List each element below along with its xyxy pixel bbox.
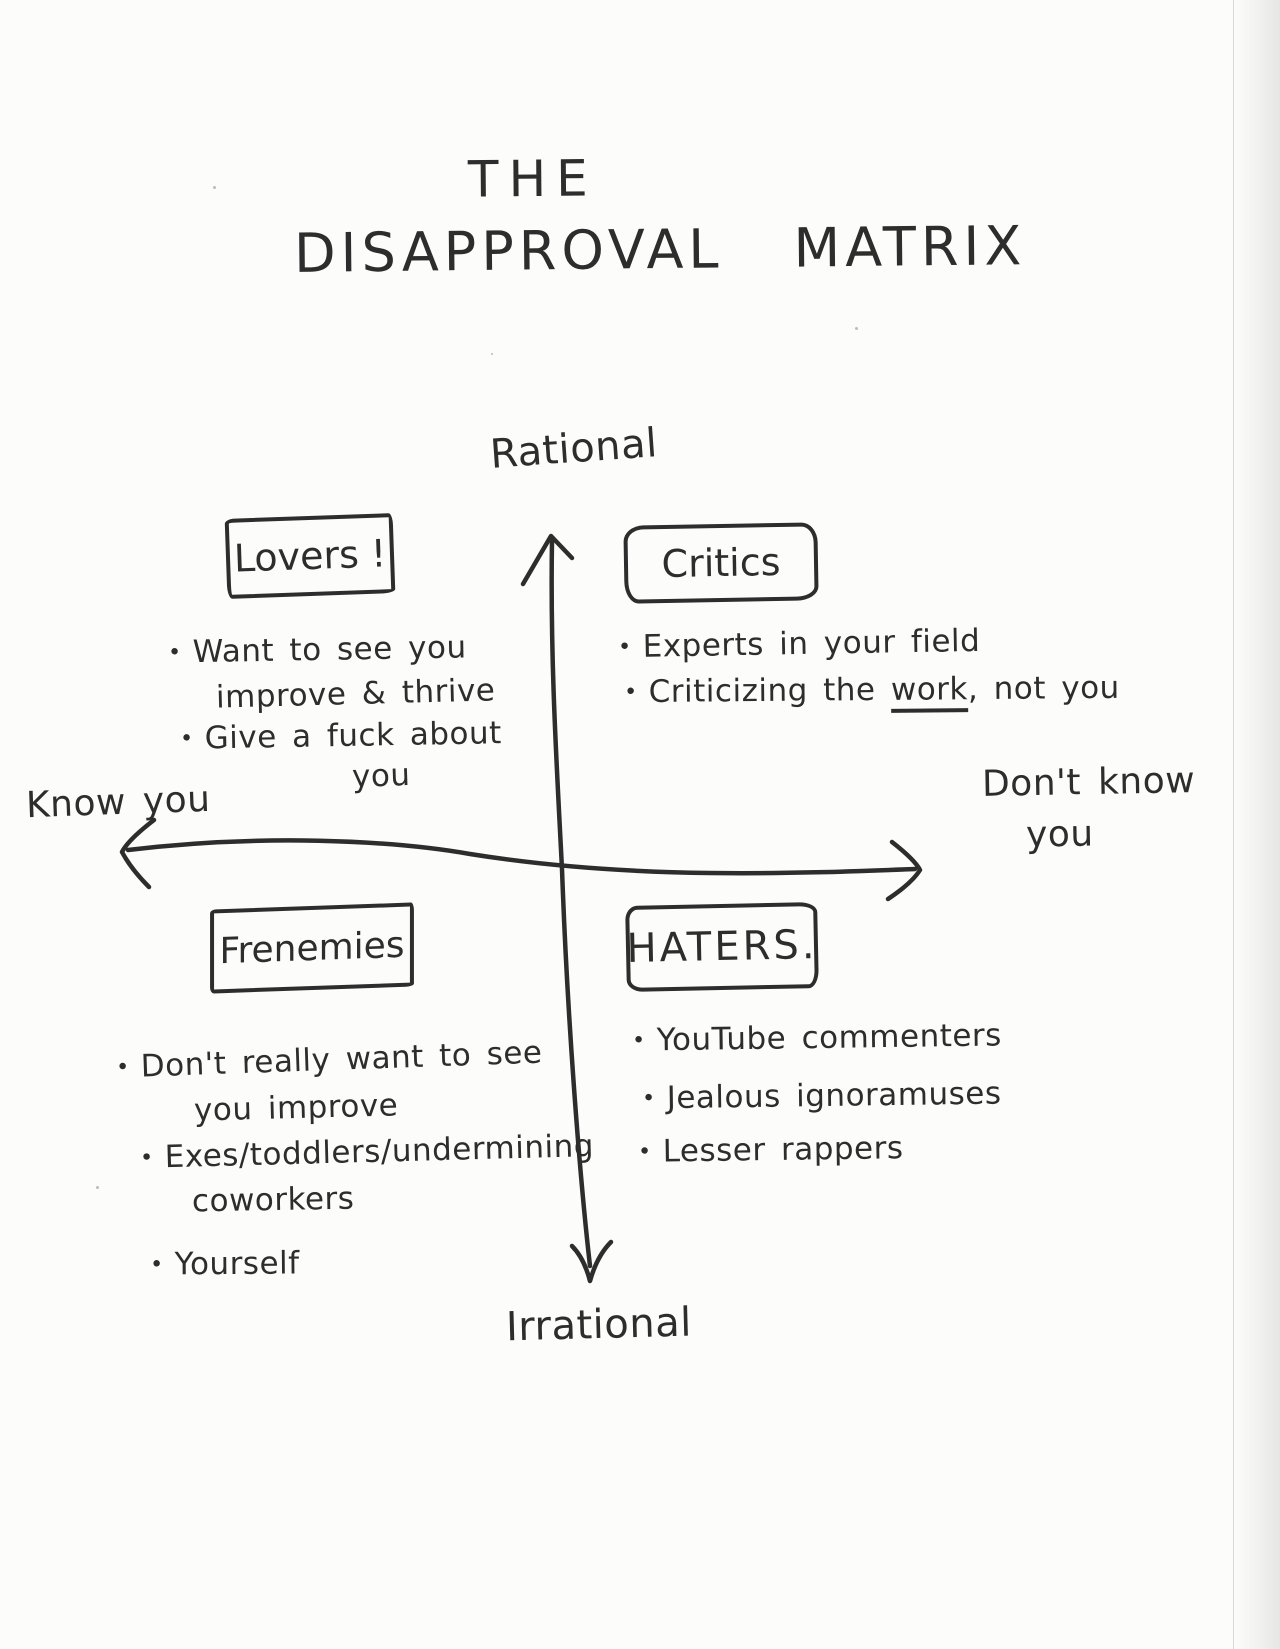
critics-bullet2: Criticizing the work, not you: [624, 669, 1120, 713]
paper-speck: [96, 1186, 99, 1189]
frenemies-bullet2-line2: coworkers: [191, 1180, 355, 1220]
axis-label-dont-know-you-line1: Don't know: [981, 760, 1196, 805]
axis-label-dont-know-you-line2: you: [1025, 813, 1095, 856]
arrowhead-up-icon: [520, 533, 575, 587]
scan-edge-shadow: [1233, 0, 1280, 1649]
paper-speck: [213, 186, 216, 189]
haters-bullet2: Jealous ignoramuses: [642, 1075, 1001, 1116]
haters-bullet3: Lesser rappers: [638, 1130, 903, 1170]
paper-speck: [855, 327, 858, 330]
quadrant-box-critics: Critics: [623, 522, 819, 604]
axis-label-irrational: Irrational: [505, 1299, 693, 1351]
quadrant-label-lovers: Lovers !: [233, 531, 387, 581]
title-line-2: DISAPPROVAL MATRIX: [293, 214, 1027, 285]
quadrant-box-frenemies: Frenemies: [210, 902, 414, 994]
lovers-bullet2-line1: Give a fuck about: [180, 715, 502, 757]
quadrant-box-haters: HATERS.: [625, 901, 819, 993]
lovers-bullet2-line2: you: [351, 756, 412, 796]
critics-bullet1: Experts in your field: [618, 623, 980, 665]
quadrant-label-critics: Critics: [661, 539, 781, 587]
lovers-bullet1-line2: improve & thrive: [215, 672, 496, 716]
frenemies-bullet3: Yourself: [150, 1245, 300, 1282]
title-line-1: THE: [467, 149, 598, 209]
critics-bullet2-underlined-word: work: [890, 671, 969, 713]
haters-bullet1: YouTube commenters: [632, 1017, 1002, 1058]
arrowhead-left-icon: [119, 817, 157, 890]
quadrant-label-frenemies: Frenemies: [219, 924, 405, 972]
lovers-bullet1-line1: Want to see you: [168, 629, 466, 670]
quadrant-box-lovers: Lovers !: [224, 513, 396, 599]
arrowhead-right-icon: [885, 839, 923, 902]
frenemies-bullet1-line2: you improve: [193, 1087, 399, 1129]
critics-bullet2-post: , not you: [967, 669, 1120, 708]
horizontal-axis-line: [125, 838, 918, 876]
axis-label-know-you: Know you: [25, 778, 212, 827]
arrowhead-down-icon: [569, 1239, 614, 1284]
quadrant-label-haters: HATERS.: [626, 922, 818, 972]
paper-speck: [491, 353, 493, 355]
critics-bullet2-pre: Criticizing the: [648, 671, 876, 710]
